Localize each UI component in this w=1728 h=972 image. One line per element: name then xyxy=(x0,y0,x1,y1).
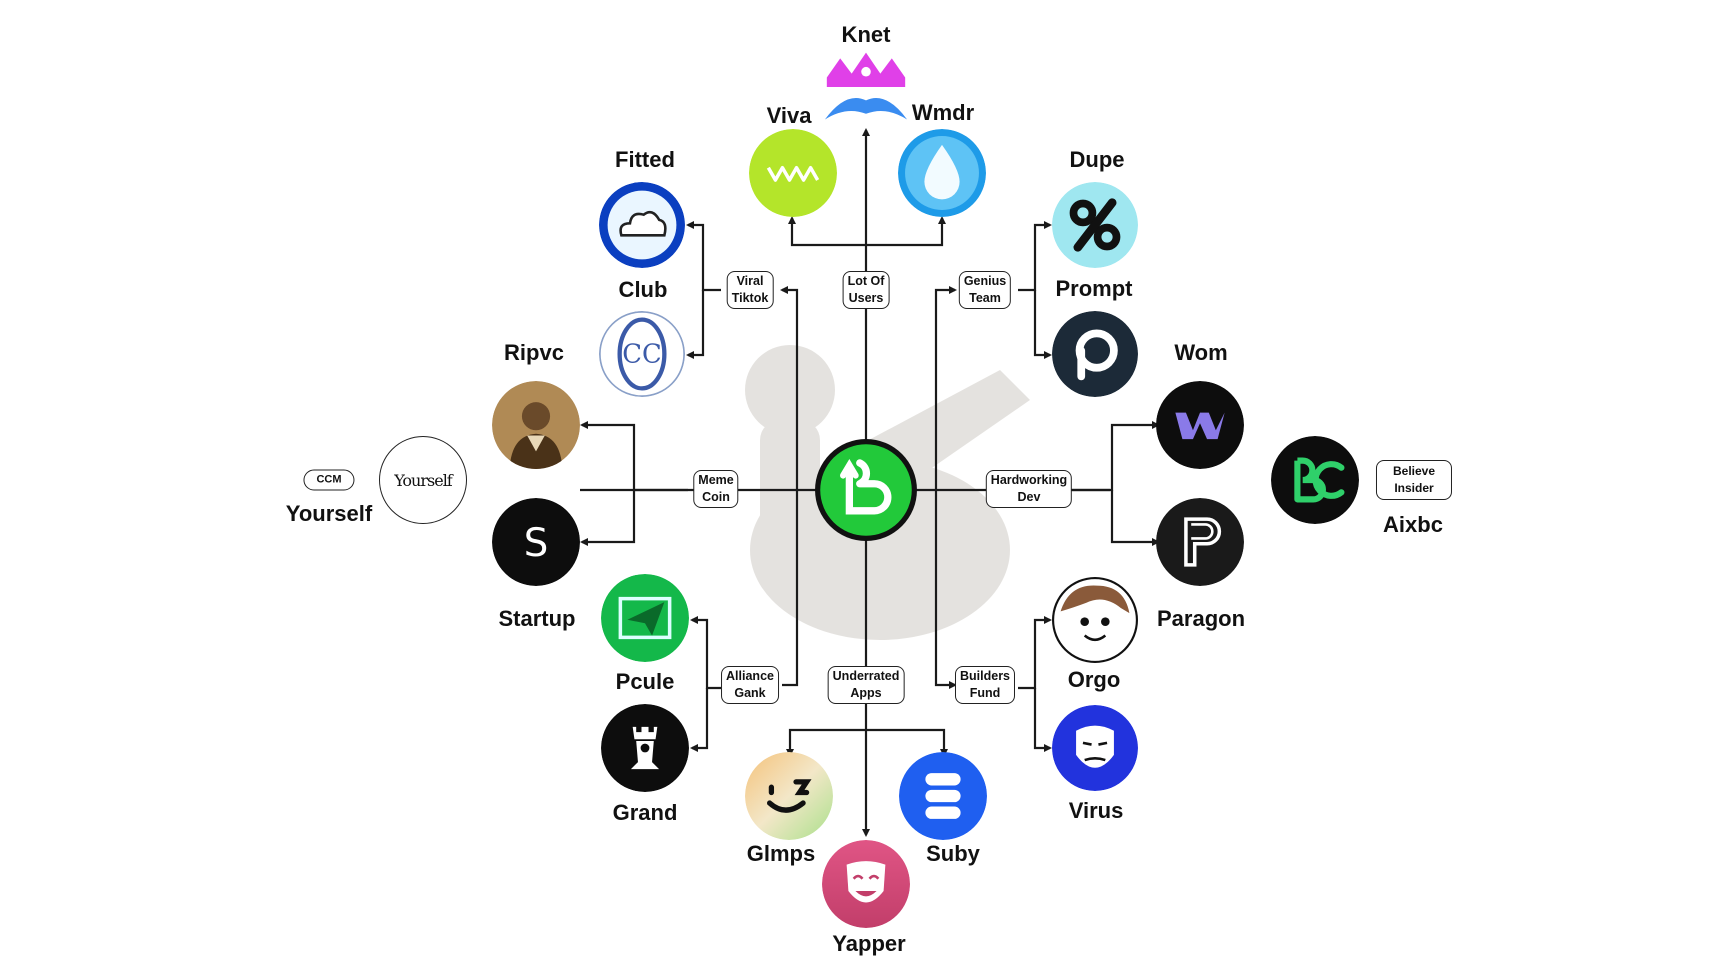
paragon-p-icon[interactable] xyxy=(1156,498,1244,586)
startup-s-icon[interactable]: S xyxy=(492,498,580,586)
label-paragon: Paragon xyxy=(1156,606,1246,631)
yourself-logo-text: Yourself xyxy=(394,470,452,490)
label-wmdr: Wmdr xyxy=(911,100,975,125)
hub-underrated-apps[interactable]: Underrated Apps xyxy=(827,666,905,704)
label-fitted: Fitted xyxy=(615,147,675,172)
hub-hardworking-dev[interactable]: Hardworking Dev xyxy=(985,470,1073,508)
label-dupe: Dupe xyxy=(1069,147,1125,172)
suby-stack-icon[interactable] xyxy=(899,752,987,840)
label-startup: Startup xyxy=(498,606,576,631)
believe-insider-badge[interactable]: Believe Insider xyxy=(1375,460,1453,500)
aixbc-bc-icon[interactable] xyxy=(1271,436,1359,524)
label-yourself: Yourself xyxy=(285,501,373,526)
label-yapper: Yapper xyxy=(832,931,906,956)
hub-lot-of-users[interactable]: Lot Of Users xyxy=(842,271,890,309)
label-knet: Knet xyxy=(841,22,891,47)
prompt-p-icon[interactable] xyxy=(1052,311,1138,397)
yourself-logo-icon[interactable]: Yourself xyxy=(379,436,467,524)
label-prompt: Prompt xyxy=(1055,276,1133,301)
knet-crown-icon[interactable] xyxy=(823,48,909,126)
label-glmps: Glmps xyxy=(746,841,816,866)
club-cc-icon[interactable]: CC xyxy=(599,311,685,397)
orgo-face-icon[interactable] xyxy=(1052,577,1138,663)
fitted-cloud-icon[interactable] xyxy=(599,182,685,268)
central-b-logo-icon[interactable] xyxy=(814,438,918,542)
wmdr-drop-icon[interactable] xyxy=(898,129,986,217)
label-ripvc: Ripvc xyxy=(504,340,564,365)
glmps-smile-icon[interactable] xyxy=(745,752,833,840)
label-grand: Grand xyxy=(612,800,678,825)
ccm-badge[interactable]: CCM xyxy=(303,469,355,491)
label-orgo: Orgo xyxy=(1067,667,1121,692)
dupe-percent-icon[interactable] xyxy=(1052,182,1138,268)
label-club: Club xyxy=(618,277,668,302)
label-viva: Viva xyxy=(766,103,812,128)
label-pcule: Pcule xyxy=(615,669,675,694)
virus-mask-icon[interactable] xyxy=(1052,705,1138,791)
svg-text:CC: CC xyxy=(622,340,661,370)
label-suby: Suby xyxy=(926,841,980,866)
grand-chess-icon[interactable] xyxy=(601,704,689,792)
wom-w-icon[interactable] xyxy=(1156,381,1244,469)
label-virus: Virus xyxy=(1068,798,1124,823)
pcule-plane-icon[interactable] xyxy=(601,574,689,662)
hub-viral-tiktok[interactable]: Viral Tiktok xyxy=(726,271,774,309)
ripvc-portrait-icon[interactable] xyxy=(492,381,580,469)
hub-alliance-gank[interactable]: Alliance Gank xyxy=(721,666,779,704)
hub-genius-team[interactable]: Genius Team xyxy=(958,271,1012,309)
hub-builders-fund[interactable]: Builders Fund xyxy=(954,666,1016,704)
yapper-mask-icon[interactable] xyxy=(822,840,910,928)
label-wom: Wom xyxy=(1174,340,1228,365)
hub-meme-coin[interactable]: Meme Coin xyxy=(693,470,739,508)
label-aixbc: Aixbc xyxy=(1383,512,1443,537)
viva-logo-icon[interactable] xyxy=(749,129,837,217)
startup-letter: S xyxy=(524,521,549,566)
